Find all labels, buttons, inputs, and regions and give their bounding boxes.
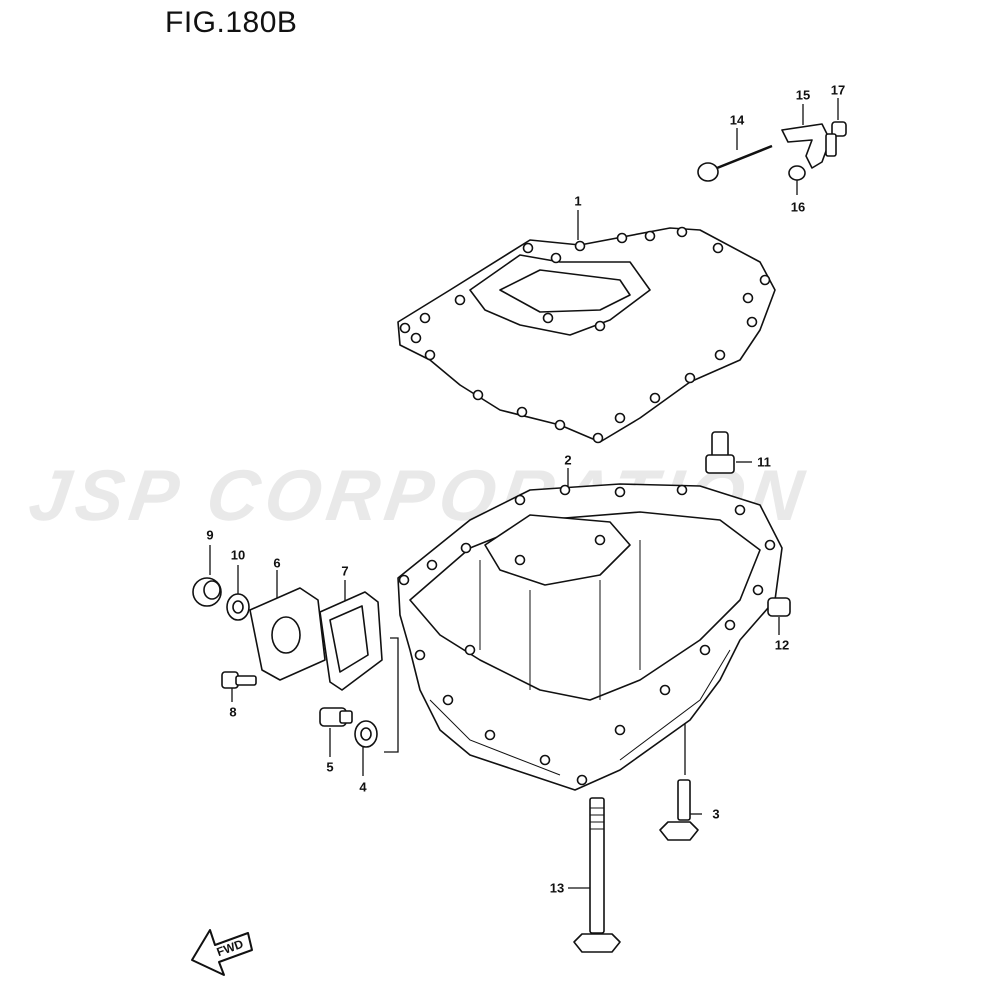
bolt-part-17 [825, 121, 847, 157]
gasket-part-1 [397, 226, 776, 444]
callout-label: 6 [273, 555, 281, 571]
bolt-hole [442, 694, 454, 706]
callout-label: 1 [574, 193, 582, 209]
bolt-hole [559, 484, 571, 496]
bolt-hole [576, 774, 588, 786]
bolt-hole [410, 332, 422, 344]
bolt-hole [426, 559, 438, 571]
bolt-hole [484, 729, 496, 741]
bolt-hole [419, 312, 431, 324]
cover-part-6 [249, 587, 326, 681]
bolt-hole [516, 406, 528, 418]
gasket-part-7 [319, 591, 383, 691]
bolt-hole [514, 554, 526, 566]
bolt-hole [594, 534, 606, 546]
callout-label: 5 [326, 759, 334, 775]
bolt-hole [460, 542, 472, 554]
plug-part-5 [319, 707, 353, 727]
callout-label: 2 [564, 452, 572, 468]
dipstick-part-14 [697, 144, 773, 182]
bolt-hole [522, 242, 534, 254]
plug-part-9 [192, 577, 222, 607]
bolt-hole [649, 392, 661, 404]
bolt-hole [454, 294, 466, 306]
bolt-hole [644, 230, 656, 242]
washer-part-10 [226, 593, 250, 621]
callout-label: 15 [795, 87, 811, 103]
bolt-hole [592, 432, 604, 444]
bolt-hole [659, 684, 671, 696]
bolt-hole [472, 389, 484, 401]
callout-label: 14 [729, 112, 745, 128]
bolt-hole [699, 644, 711, 656]
bolt-hole [616, 232, 628, 244]
callout-label: 7 [341, 563, 349, 579]
bolt-hole [594, 320, 606, 332]
bolt-hole [398, 574, 410, 586]
bolt-hole [676, 226, 688, 238]
bolt-hole [539, 754, 551, 766]
callout-label: 16 [790, 199, 806, 215]
fwd-arrow-icon [191, 929, 253, 976]
leader-lines [209, 98, 839, 889]
bolt-part-8 [221, 671, 257, 689]
bolt-hole [764, 539, 776, 551]
bolt-hole [746, 316, 758, 328]
bolt-hole [414, 649, 426, 661]
bolt-hole [742, 292, 754, 304]
bolt-hole [574, 240, 586, 252]
bolt-hole [734, 504, 746, 516]
figure-title: FIG.180B [165, 6, 298, 39]
bolt-hole [676, 484, 688, 496]
long-bolt-part-13 [573, 797, 621, 953]
bolt-hole [724, 619, 736, 631]
callout-label: 13 [549, 880, 565, 896]
bolt-part-3 [659, 779, 699, 841]
bolt-hole [424, 349, 436, 361]
bolt-hole [712, 242, 724, 254]
o-ring-part-16 [788, 165, 806, 181]
bolt-hole [542, 312, 554, 324]
callout-label: 17 [830, 82, 846, 98]
oil-pan-part-2 [397, 483, 783, 791]
callout-label: 4 [359, 779, 367, 795]
bolt-hole [759, 274, 771, 286]
fitting-part-11 [705, 431, 735, 474]
bolt-hole [752, 584, 764, 596]
bolt-hole [614, 486, 626, 498]
plug-part-12 [767, 597, 791, 617]
bolt-hole [684, 372, 696, 384]
bolt-hole [550, 252, 562, 264]
bolt-hole [614, 412, 626, 424]
bolt-hole [399, 322, 411, 334]
bolt-hole [614, 724, 626, 736]
guide-part-15 [781, 123, 831, 169]
bolt-hole [514, 494, 526, 506]
washer-part-4 [354, 720, 378, 748]
callout-label: 8 [229, 704, 237, 720]
callout-label: 9 [206, 527, 214, 543]
bolt-hole [554, 419, 566, 431]
callout-label: 12 [774, 637, 790, 653]
callout-label: 10 [230, 547, 246, 563]
callout-label: 11 [757, 454, 771, 470]
callout-label: 3 [712, 806, 720, 822]
bolt-hole [714, 349, 726, 361]
bolt-hole [464, 644, 476, 656]
